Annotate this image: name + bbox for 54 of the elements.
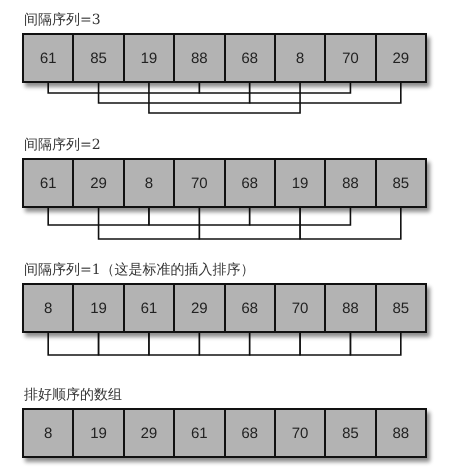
array-cell: 8 xyxy=(274,33,326,83)
array-cell: 61 xyxy=(22,158,74,208)
array-cell: 85 xyxy=(72,33,125,83)
array-cell: 61 xyxy=(173,408,226,458)
array-cell: 19 xyxy=(122,33,176,83)
bracket-connector xyxy=(248,83,402,104)
bracket-connector xyxy=(47,208,150,226)
array-cell: 85 xyxy=(374,158,427,208)
array-cell: 88 xyxy=(173,33,226,83)
bracket-connector xyxy=(198,333,250,356)
array-heading: 排好顺序的数组 xyxy=(24,387,122,403)
array-cell: 19 xyxy=(72,283,125,333)
bracket-connector xyxy=(148,83,301,114)
bracket-connector xyxy=(47,83,200,94)
array-cell: 88 xyxy=(324,158,377,208)
array-cell: 29 xyxy=(122,408,176,458)
array-heading: 间隔序列=1（这是标准的插入排序） xyxy=(24,262,255,278)
array-cell: 70 xyxy=(274,408,326,458)
bracket-connector xyxy=(47,333,100,356)
array-cell: 68 xyxy=(224,33,276,83)
array-cell: 70 xyxy=(274,283,326,333)
array-cell: 85 xyxy=(324,408,377,458)
array-cell: 8 xyxy=(122,158,176,208)
array-cell: 8 xyxy=(22,283,74,333)
array-cell: 68 xyxy=(224,158,276,208)
array-cell: 85 xyxy=(374,283,427,333)
array-cell: 29 xyxy=(72,158,125,208)
array-cell: 19 xyxy=(274,158,326,208)
array-cell: 68 xyxy=(224,408,276,458)
bracket-connector xyxy=(248,208,352,226)
bracket-connector xyxy=(148,333,200,356)
array-cell: 29 xyxy=(173,283,226,333)
bracket-connector xyxy=(98,208,200,240)
array-cell: 8 xyxy=(22,408,74,458)
array-cell: 70 xyxy=(173,158,226,208)
bracket-connector xyxy=(350,333,402,356)
bracket-connector xyxy=(299,333,352,356)
array-cell: 70 xyxy=(324,33,377,83)
array-cell: 68 xyxy=(224,283,276,333)
array-cell: 61 xyxy=(122,283,176,333)
bracket-connector xyxy=(98,83,250,104)
bracket-connector xyxy=(198,208,301,240)
array-cell: 88 xyxy=(324,283,377,333)
array-heading: 间隔序列=3 xyxy=(24,12,101,28)
bracket-connector xyxy=(299,208,402,240)
bracket-connector xyxy=(148,208,250,226)
array-cell: 88 xyxy=(374,408,427,458)
bracket-connector xyxy=(248,333,301,356)
array-cell: 61 xyxy=(22,33,74,83)
array-cell: 29 xyxy=(374,33,427,83)
array-heading: 间隔序列=2 xyxy=(24,137,101,153)
bracket-connector xyxy=(198,83,352,94)
array-cell: 19 xyxy=(72,408,125,458)
bracket-connector xyxy=(98,333,150,356)
